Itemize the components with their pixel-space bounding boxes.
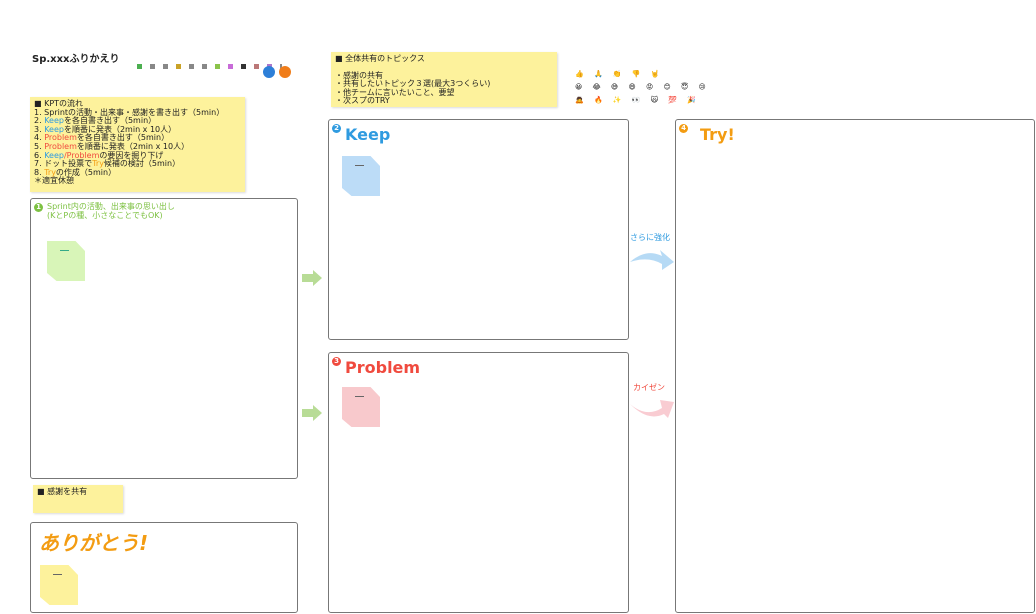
step-text: /	[63, 150, 67, 160]
step-text: の作成（5min）	[55, 167, 117, 177]
arrow-right-icon	[302, 270, 322, 286]
icon[interactable]	[241, 64, 246, 69]
curved-arrow-blue-icon	[630, 250, 674, 270]
step-text: Problem	[44, 141, 77, 151]
step-text: 3.	[34, 124, 45, 134]
reaction-row[interactable]: 🙇 🔥 ✨ 👀 🙀 💯 🎉	[575, 96, 700, 104]
arrow-right-icon	[302, 405, 322, 421]
facilitator-badge-icon[interactable]	[263, 66, 275, 78]
step-text: を順番に発表（2min x 10人）	[63, 124, 177, 134]
section-sublabel: (KとPの種、小さなことでもOK)	[47, 211, 163, 220]
strengthen-label: さらに強化	[630, 233, 670, 242]
section-number: 3	[332, 357, 341, 366]
step-text: 8.	[34, 167, 45, 177]
step-text: 2.	[34, 116, 45, 126]
section-problem[interactable]: 3 Problem	[328, 352, 629, 613]
step-text: Keep	[44, 124, 64, 134]
section-label: Sprint内の活動、出来事の思い出し	[47, 202, 175, 211]
kpt-step: 8. Tryの作成（5min）	[34, 167, 241, 178]
icon[interactable]	[176, 64, 181, 69]
topic-item: ・感謝の共有	[335, 70, 383, 80]
topic-item: ・他チームに言いたいこと、要望	[335, 87, 455, 97]
sticky-card[interactable]	[342, 156, 380, 196]
section-number: 1	[34, 203, 43, 212]
kpt-step: 7. ドット投票でTry候補の検討（5min）	[34, 159, 241, 169]
icon[interactable]	[228, 64, 233, 69]
icon[interactable]	[254, 64, 259, 69]
section-number: 2	[332, 124, 341, 133]
step-text: 4.	[34, 133, 45, 143]
step-text: Problem	[44, 133, 77, 143]
thanks-logo: ありがとう!	[39, 531, 149, 555]
step-text: を順番に発表（2min x 10人）	[76, 141, 190, 151]
step-text: Keep	[44, 116, 64, 126]
scribe-badge-icon[interactable]	[279, 66, 291, 78]
step-text: を各自書き出す（5min）	[76, 133, 170, 143]
kpt-step: 4. Problemを各自書き出す（5min）	[34, 134, 241, 143]
sticky-card[interactable]	[342, 387, 380, 427]
step-text: 候補の検討（5min）	[103, 159, 181, 169]
reaction-palette[interactable]: 👍 🙏 👏 👎 🤘 😀 😂 😅 😄 😡 😊 😇 😢 🙇 🔥 ✨ 👀 🙀 💯 🎉	[575, 68, 710, 107]
kpt-flow-note[interactable]: ■ KPTの流れ 1. Sprintの活動・出来事・感謝を書き出す（5min）2…	[30, 97, 245, 192]
kpt-step: 5. Problemを順番に発表（2min x 10人）	[34, 141, 241, 152]
icon[interactable]	[163, 64, 168, 69]
kpt-step: 1. Sprintの活動・出来事・感謝を書き出す（5min）	[34, 107, 241, 118]
sticky-card[interactable]	[40, 565, 78, 605]
step-text: 5.	[34, 141, 45, 151]
kpt-step: 2. Keepを各自書き出す（5min）	[34, 116, 241, 126]
section-try[interactable]: 4 Try!	[675, 119, 1035, 613]
kpt-step: 3. Keepを順番に発表（2min x 10人）	[34, 124, 241, 135]
step-text: 7. ドット投票で	[34, 159, 93, 169]
step-text: を各自書き出す（5min）	[63, 116, 157, 126]
section-title: Try!	[700, 125, 735, 144]
reaction-row[interactable]: 😀 😂 😅 😄 😡 😊 😇 😢	[575, 83, 710, 91]
step-text: 6.	[34, 150, 45, 160]
step-text: Problem	[66, 150, 100, 160]
reaction-row[interactable]: 👍 🙏 👏 👎 🤘	[575, 70, 664, 78]
icon[interactable]	[215, 64, 220, 69]
sticky-card[interactable]	[47, 241, 85, 281]
topic-item: ・次スプのTRY	[335, 96, 390, 106]
note-footer: ＊適宜休憩	[34, 176, 74, 186]
note-heading: ■ KPTの流れ	[34, 99, 84, 108]
section-number: 4	[679, 124, 688, 133]
icon[interactable]	[150, 64, 155, 69]
step-text: 1. Sprintの活動・出来事・感謝を書き出す（5min）	[34, 107, 225, 117]
step-text: の要因を掘り下げ	[99, 150, 164, 160]
section-title: Problem	[345, 358, 421, 377]
icon[interactable]	[202, 64, 207, 69]
icon[interactable]	[137, 64, 142, 69]
section-keep[interactable]: 2 Keep	[328, 119, 629, 340]
curved-arrow-pink-icon	[630, 400, 674, 418]
note-heading: ■ 全体共有のトピックス	[335, 54, 425, 63]
icon[interactable]	[189, 64, 194, 69]
board-title: Sp.xxxふりかえり	[32, 54, 120, 65]
kaizen-label: カイゼン	[633, 383, 665, 392]
thanks-note[interactable]: ■ 感謝を共有	[33, 485, 123, 513]
step-text: Try	[92, 159, 104, 169]
step-text: Keep	[44, 150, 64, 160]
step-text: Try	[44, 167, 56, 177]
section-activities[interactable]: 1 Sprint内の活動、出来事の思い出し (KとPの種、小さなことでもOK)	[30, 198, 298, 479]
kpt-step: 6. Keep/Problemの要因を掘り下げ	[34, 150, 241, 161]
section-thanks[interactable]: ありがとう!	[30, 522, 298, 613]
topics-note[interactable]: ■ 全体共有のトピックス ・感謝の共有 ・共有したいトピック３選(最大3つくらい…	[331, 52, 557, 107]
note-heading: ■ 感謝を共有	[37, 487, 88, 496]
topic-item: ・共有したいトピック３選(最大3つくらい)	[335, 79, 491, 89]
section-title: Keep	[345, 125, 391, 144]
